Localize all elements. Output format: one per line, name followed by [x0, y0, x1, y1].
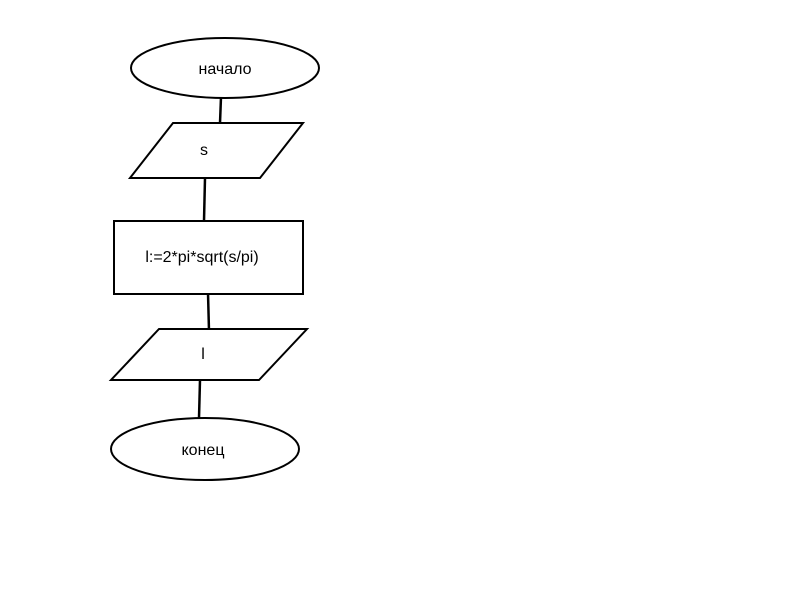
end-terminator: конец	[110, 417, 300, 481]
output-block: l	[108, 328, 310, 381]
end-terminator-shape	[110, 417, 300, 481]
output-block-shape	[108, 328, 310, 381]
connector-output-to-end	[197, 379, 202, 419]
connector-process-to-output	[206, 292, 211, 332]
input-block-label: s	[200, 142, 208, 159]
input-block: s	[127, 122, 306, 179]
connector-start-to-input	[218, 96, 223, 124]
input-block-shape	[127, 122, 306, 179]
start-terminator: начало	[130, 37, 320, 99]
output-block-label: l	[201, 346, 205, 363]
process-block: l:=2*pi*sqrt(s/pi)	[113, 220, 304, 295]
start-terminator-shape	[130, 37, 320, 99]
connector-input-to-process	[202, 177, 207, 222]
process-block-shape	[113, 220, 304, 295]
process-block-label: l:=2*pi*sqrt(s/pi)	[145, 249, 258, 266]
end-terminator-label: конец	[182, 442, 225, 459]
start-terminator-label: начало	[198, 61, 251, 78]
